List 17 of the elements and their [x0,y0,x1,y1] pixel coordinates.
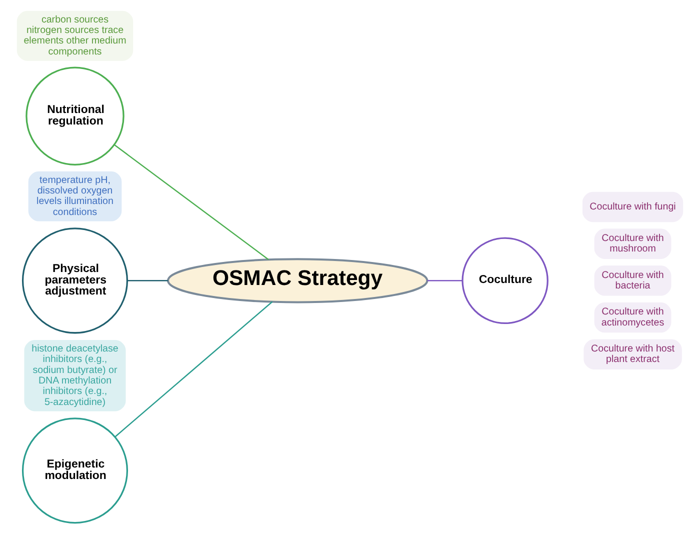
node-label: histone deacetylase inhibitors (e.g., sodium butyrate) or DNA methylation inhibitors (e.g., 5-azacytidine) [32,344,118,408]
label: Coculture with actinomycetes [601,306,664,328]
label: Coculture with bacteria [602,270,664,292]
node-circle: Epigenetic modulation [22,418,128,524]
label: Coculture with mushroom [602,233,664,255]
connector [114,301,273,438]
node-circle: Nutritional regulation [26,66,124,166]
node-circle: Physical parameters adjustment [22,228,128,334]
connector [127,280,168,282]
label: Coculture with host plant extract [591,344,675,366]
connector [427,280,462,282]
connector [114,144,269,260]
node-ellipse: OSMAC Strategy [167,258,428,304]
node-circle: Coculture [462,237,548,324]
node-label: carbon sources nitrogen sources trace elements other medium components [24,14,126,58]
node-label: temperature pH, dissolved oxygen levels illumination conditions [36,174,114,218]
label: Coculture with fungi [590,202,676,213]
